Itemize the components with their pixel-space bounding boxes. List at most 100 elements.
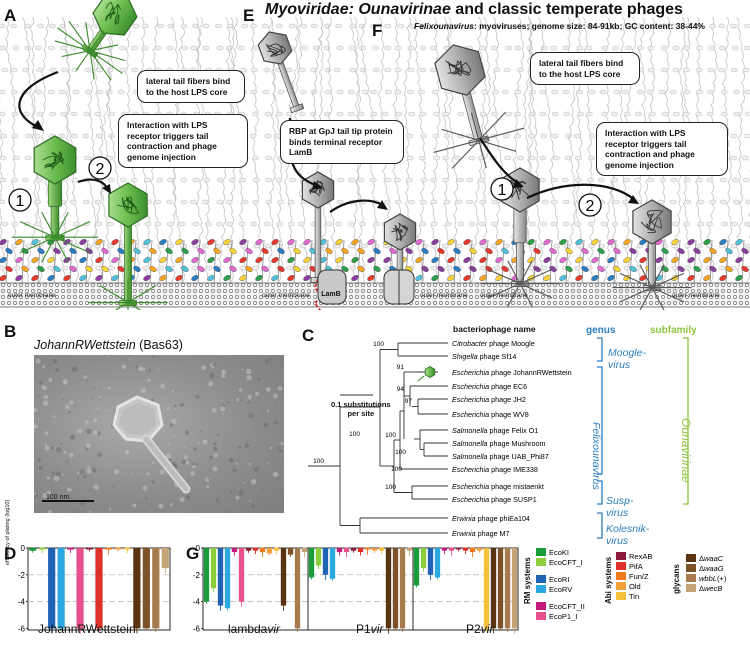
- tree-header-genus: genus: [586, 325, 616, 336]
- o-antigen-sugar: [381, 111, 389, 117]
- core-stem: [581, 239, 585, 284]
- o-antigen-sugar: [215, 23, 223, 29]
- tail-fiber: [651, 272, 685, 289]
- o-antigen-sugar: [429, 67, 437, 73]
- core-sugar: [501, 266, 509, 272]
- core-stem: [213, 239, 217, 284]
- o-antigen-sugar: [407, 67, 415, 73]
- eop-bar: [224, 548, 231, 609]
- o-antigen-sugar: [563, 111, 571, 117]
- tem-grain: [255, 391, 260, 396]
- core-sugar: [191, 275, 199, 281]
- o-antigen-sugar: [468, 243, 476, 249]
- core-sugar: [463, 239, 471, 245]
- o-antigen-sugar: [493, 265, 501, 271]
- core-sugar: [437, 248, 445, 254]
- o-antigen-sugar: [204, 221, 212, 227]
- core-sugar: [271, 257, 279, 263]
- core-sugar: [453, 266, 461, 272]
- eop-bar: [287, 548, 294, 555]
- tail-fiber: [114, 302, 129, 310]
- o-antigen-sugar: [189, 199, 197, 205]
- johann-phage-icon: [424, 366, 436, 378]
- core-sugar: [495, 239, 503, 245]
- core-sugar: [623, 239, 631, 245]
- o-antigen-sugar: [285, 67, 293, 73]
- tem-grain: [239, 399, 243, 402]
- core-sugar: [223, 239, 231, 245]
- o-antigen-sugar: [492, 23, 500, 29]
- tem-grain: [272, 471, 279, 478]
- o-antigen-sugar: [672, 67, 680, 73]
- core-sugar: [245, 266, 253, 272]
- membrane-label: outer membrane: [480, 292, 528, 299]
- o-antigen-sugar: [252, 265, 260, 271]
- tem-grain: [212, 446, 218, 452]
- tail-fiber: [507, 283, 521, 307]
- core-sugar: [565, 266, 573, 272]
- o-antigen-sugar: [468, 155, 476, 161]
- o-antigen-sugar: [384, 23, 392, 29]
- core-sugar: [719, 257, 727, 263]
- o-antigen-sugar: [553, 243, 561, 249]
- taxon-label: Escherichia phage SUSP1: [452, 495, 537, 504]
- o-antigen-sugar: [646, 89, 654, 95]
- o-antigen-sugar: [657, 199, 665, 205]
- phage-genome: [42, 151, 65, 171]
- bootstrap-value: 100: [373, 341, 384, 348]
- tem-grain: [62, 474, 64, 476]
- bootstrap-value: 100: [313, 458, 324, 465]
- core-sugar: [575, 239, 583, 245]
- tem-grain: [48, 363, 52, 367]
- taxon-label: Citrobacter phage Moogle: [452, 339, 535, 348]
- o-antigen-sugar: [733, 199, 741, 205]
- core-sugar: [741, 248, 749, 254]
- o-antigen-sugar: [94, 199, 102, 205]
- tem-grain: [179, 402, 184, 408]
- tail-fiber: [75, 50, 91, 71]
- o-antigen-sugar: [419, 45, 427, 51]
- o-antigen-sugar: [529, 111, 537, 117]
- o-antigen-sugar: [394, 89, 402, 95]
- tem-grain: [146, 472, 150, 476]
- o-antigen-sugar: [540, 265, 548, 271]
- o-antigen-sugar: [419, 199, 427, 205]
- o-antigen-sugar: [705, 221, 713, 227]
- legend-swatch: [686, 574, 696, 582]
- core-sugar: [255, 239, 263, 245]
- o-antigen-sugar: [501, 23, 509, 29]
- phage-genome: [105, 1, 121, 25]
- o-antigen-sugar: [252, 177, 260, 183]
- o-antigen-sugar: [69, 199, 77, 205]
- y-tick-label-d: 0: [21, 544, 26, 553]
- o-antigen-sugar: [453, 23, 461, 29]
- o-antigen-sugar: [537, 243, 545, 249]
- o-antigen-sugar: [241, 23, 248, 29]
- o-antigen-sugar: [240, 67, 248, 73]
- o-antigen-sugar: [265, 155, 273, 161]
- eop-bar: [315, 548, 322, 566]
- taxon-label: Escherichia phage JohannRWettstein: [452, 368, 572, 377]
- o-antigen-sugar: [744, 23, 750, 29]
- core-sugar: [485, 248, 493, 254]
- o-antigen-sugar: [70, 133, 78, 139]
- bubble-e-lamb: RBP at GpJ tail tip protein binds termin…: [280, 120, 404, 164]
- o-antigen-sugar: [600, 221, 608, 227]
- core-stem: [421, 239, 425, 284]
- o-antigen-sugar: [661, 243, 668, 249]
- o-antigen-sugar: [202, 45, 210, 51]
- o-antigen-sugar: [95, 265, 103, 271]
- core-sugar: [149, 266, 157, 272]
- core-sugar: [479, 275, 487, 281]
- phages: [11, 0, 692, 310]
- o-antigen-sugar: [287, 199, 295, 205]
- o-antigen-sugar: [349, 265, 357, 271]
- taxon-label: Shigella phage Sf14: [452, 352, 516, 361]
- o-antigen-sugar: [49, 111, 57, 117]
- tem-grain: [66, 487, 72, 493]
- tail-fiber: [61, 50, 91, 58]
- x-label-p1vir: P1vir: [356, 622, 384, 636]
- o-antigen-sugar: [11, 133, 19, 139]
- tem-grain: [157, 368, 160, 371]
- tem-grain: [85, 430, 87, 432]
